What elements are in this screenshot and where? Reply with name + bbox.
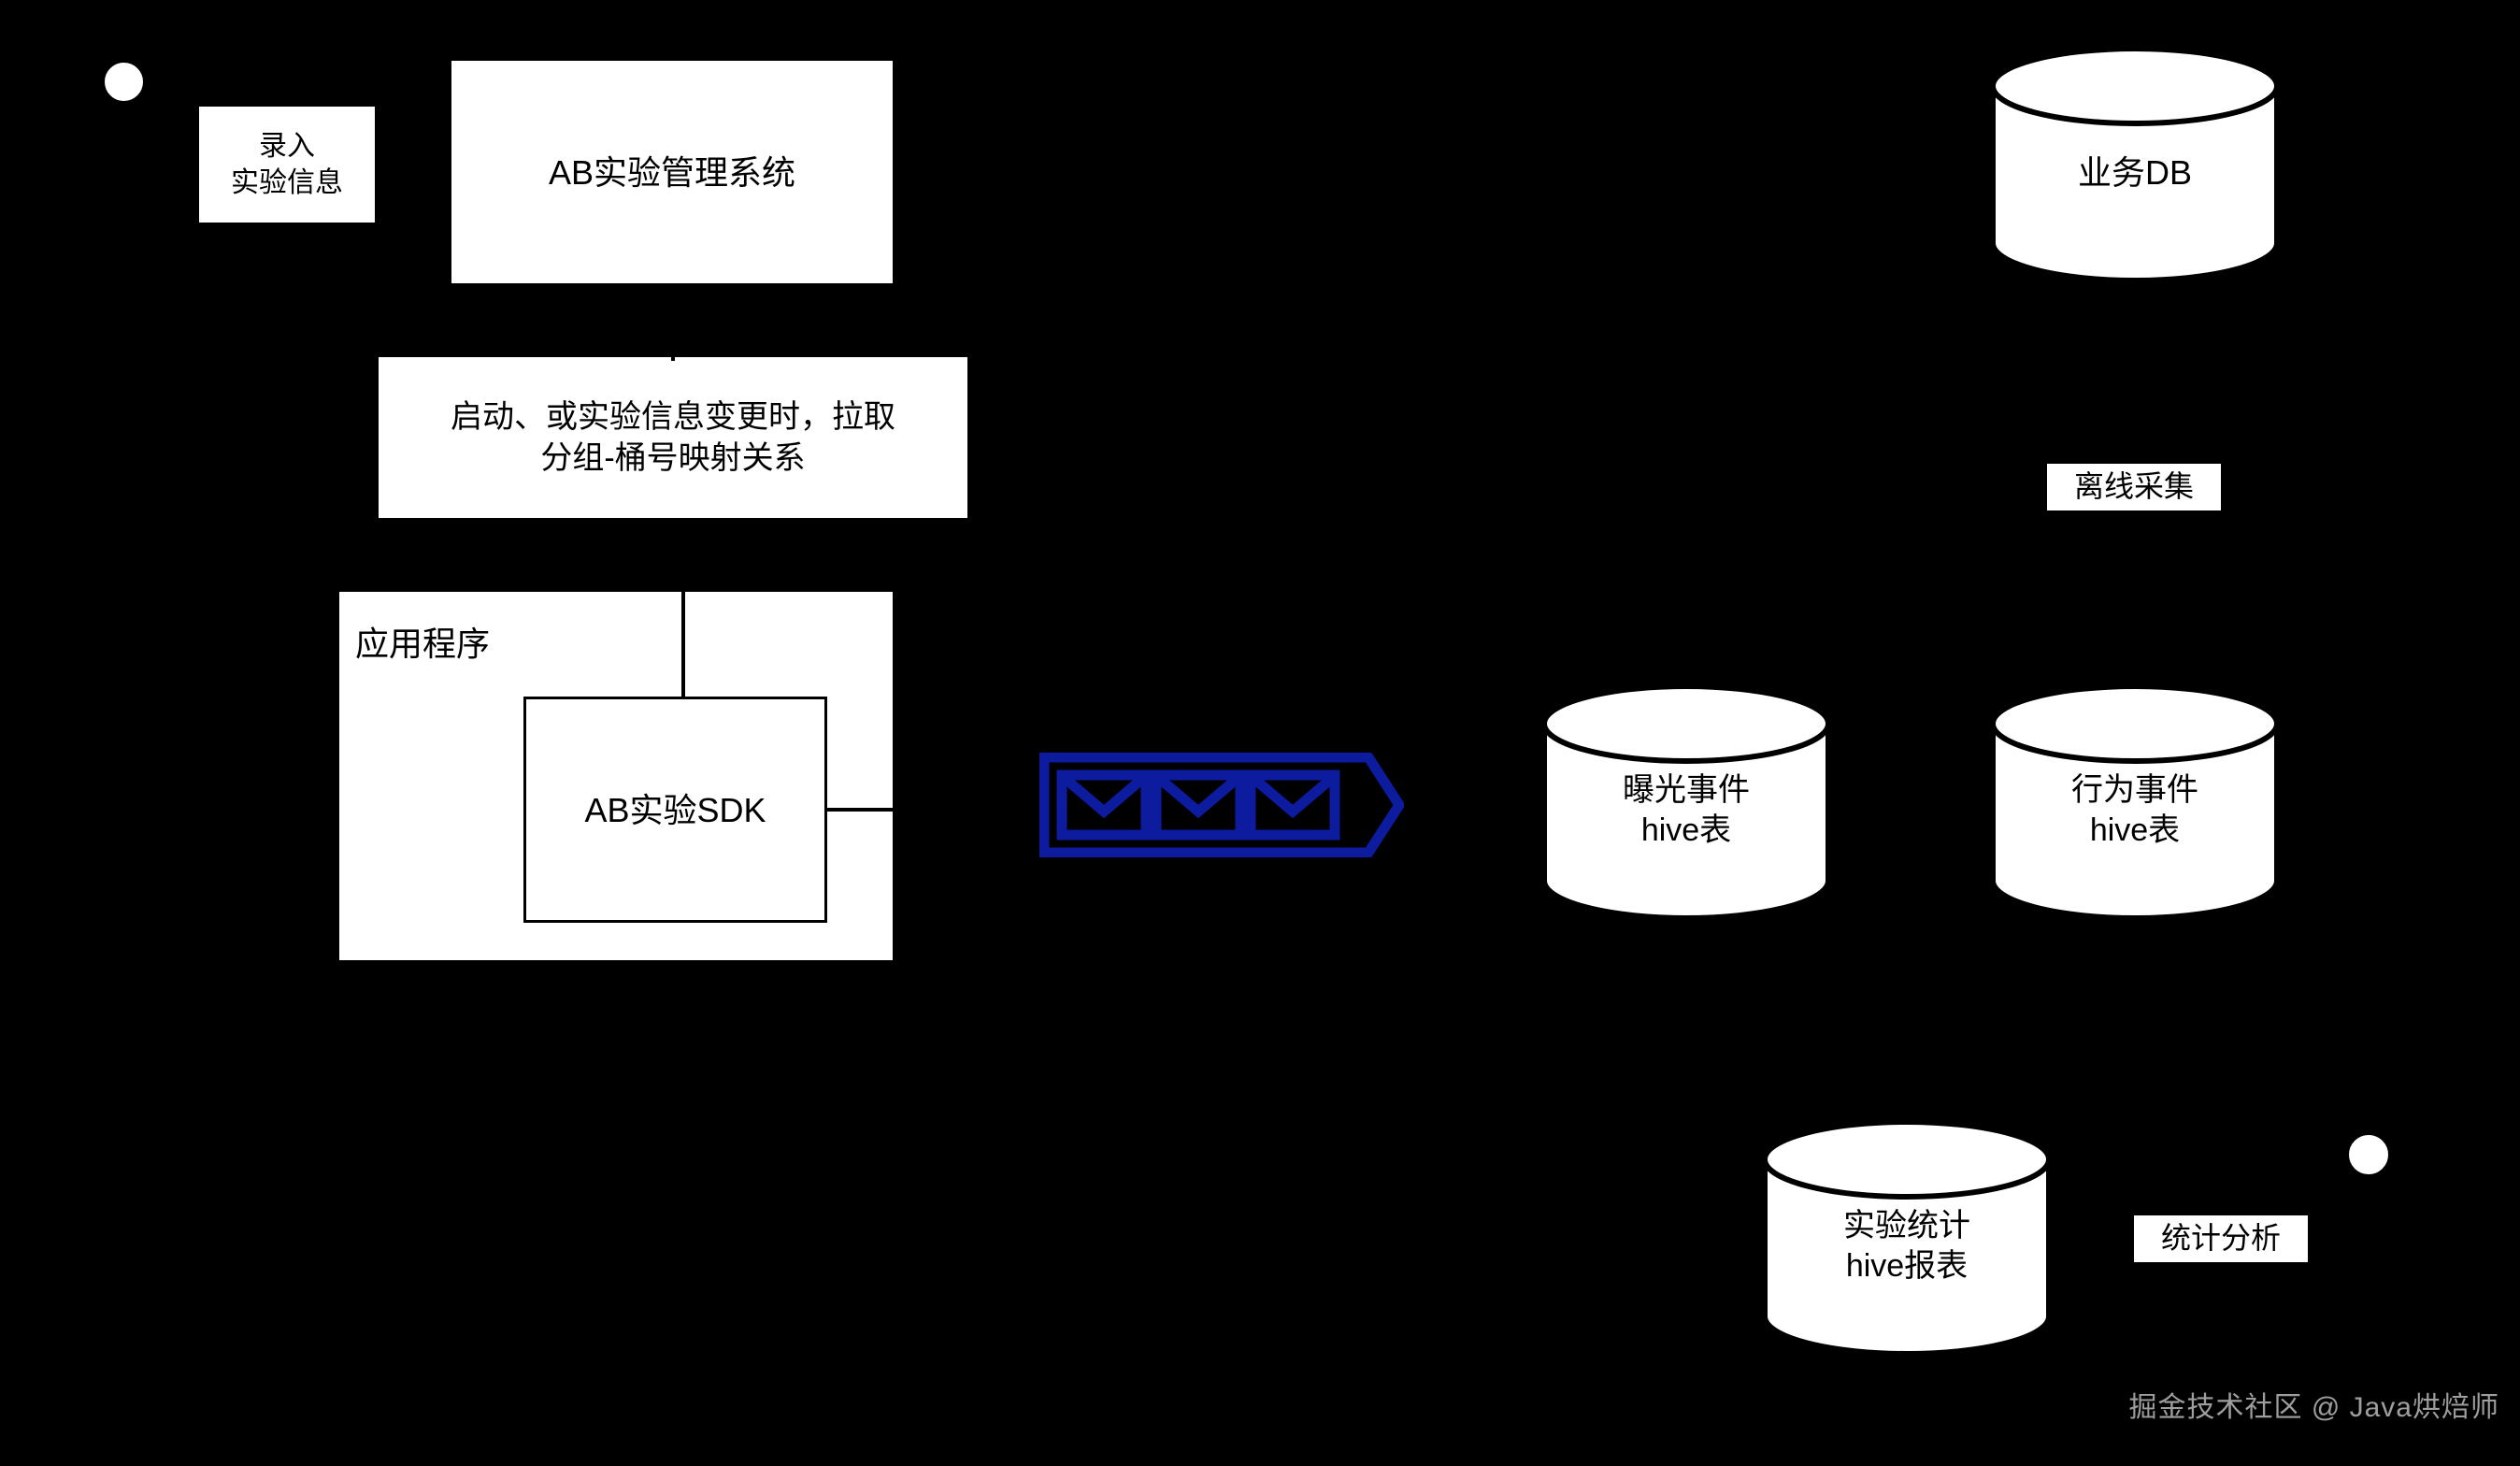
- experiment-stats-hive-report-cylinder[interactable]: 实验统计 hive报表: [1761, 1120, 2053, 1356]
- actor-head-icon-top: [103, 61, 145, 103]
- message-queue-icon[interactable]: [1039, 753, 1404, 857]
- ab-admin-system-label: AB实验管理系统: [548, 152, 796, 192]
- database-cylinder-icon: [1990, 684, 2280, 920]
- actor-head-icon-bottom: [2347, 1133, 2390, 1176]
- watermark-text: 掘金技术社区 @ Java烘焙师: [2128, 1392, 2499, 1423]
- message-queue-glyph: [1039, 753, 1404, 857]
- ab-experiment-admin-system-box[interactable]: AB实验管理系统: [449, 58, 895, 286]
- pull-mapping-line-1: 启动、或实验信息变更时，拉取: [451, 398, 895, 435]
- ab-sdk-label: AB实验SDK: [584, 790, 766, 829]
- ab-experiment-sdk-box[interactable]: AB实验SDK: [523, 697, 827, 923]
- database-cylinder-icon: [1541, 684, 1831, 920]
- database-cylinder-icon: [1990, 47, 2280, 282]
- exposure-event-hive-table-cylinder[interactable]: 曝光事件 hive表: [1540, 684, 1832, 920]
- database-cylinder-icon: [1762, 1120, 2052, 1356]
- business-db-cylinder[interactable]: 业务DB: [1989, 47, 2281, 282]
- offline-collection-label: 离线采集: [2047, 464, 2221, 510]
- entry-experiment-info-label: 录入 实验信息: [199, 107, 375, 223]
- statistical-analysis-label: 统计分析: [2134, 1215, 2308, 1262]
- application-label: 应用程序: [355, 625, 491, 663]
- entry-label-line-1: 录入: [259, 131, 315, 162]
- pull-mapping-connector-stub: [671, 337, 675, 361]
- pull-mapping-line-2: 分组-桶号映射关系: [540, 440, 806, 476]
- application-to-sdk-vertical-connector: [681, 591, 685, 699]
- behavior-event-hive-table-cylinder[interactable]: 行为事件 hive表: [1989, 684, 2281, 920]
- entry-label-line-2: 实验信息: [231, 167, 343, 198]
- pull-bucket-mapping-label: 启动、或实验信息变更时，拉取 分组-桶号映射关系: [379, 357, 967, 518]
- sdk-to-right-edge-connector: [824, 808, 895, 812]
